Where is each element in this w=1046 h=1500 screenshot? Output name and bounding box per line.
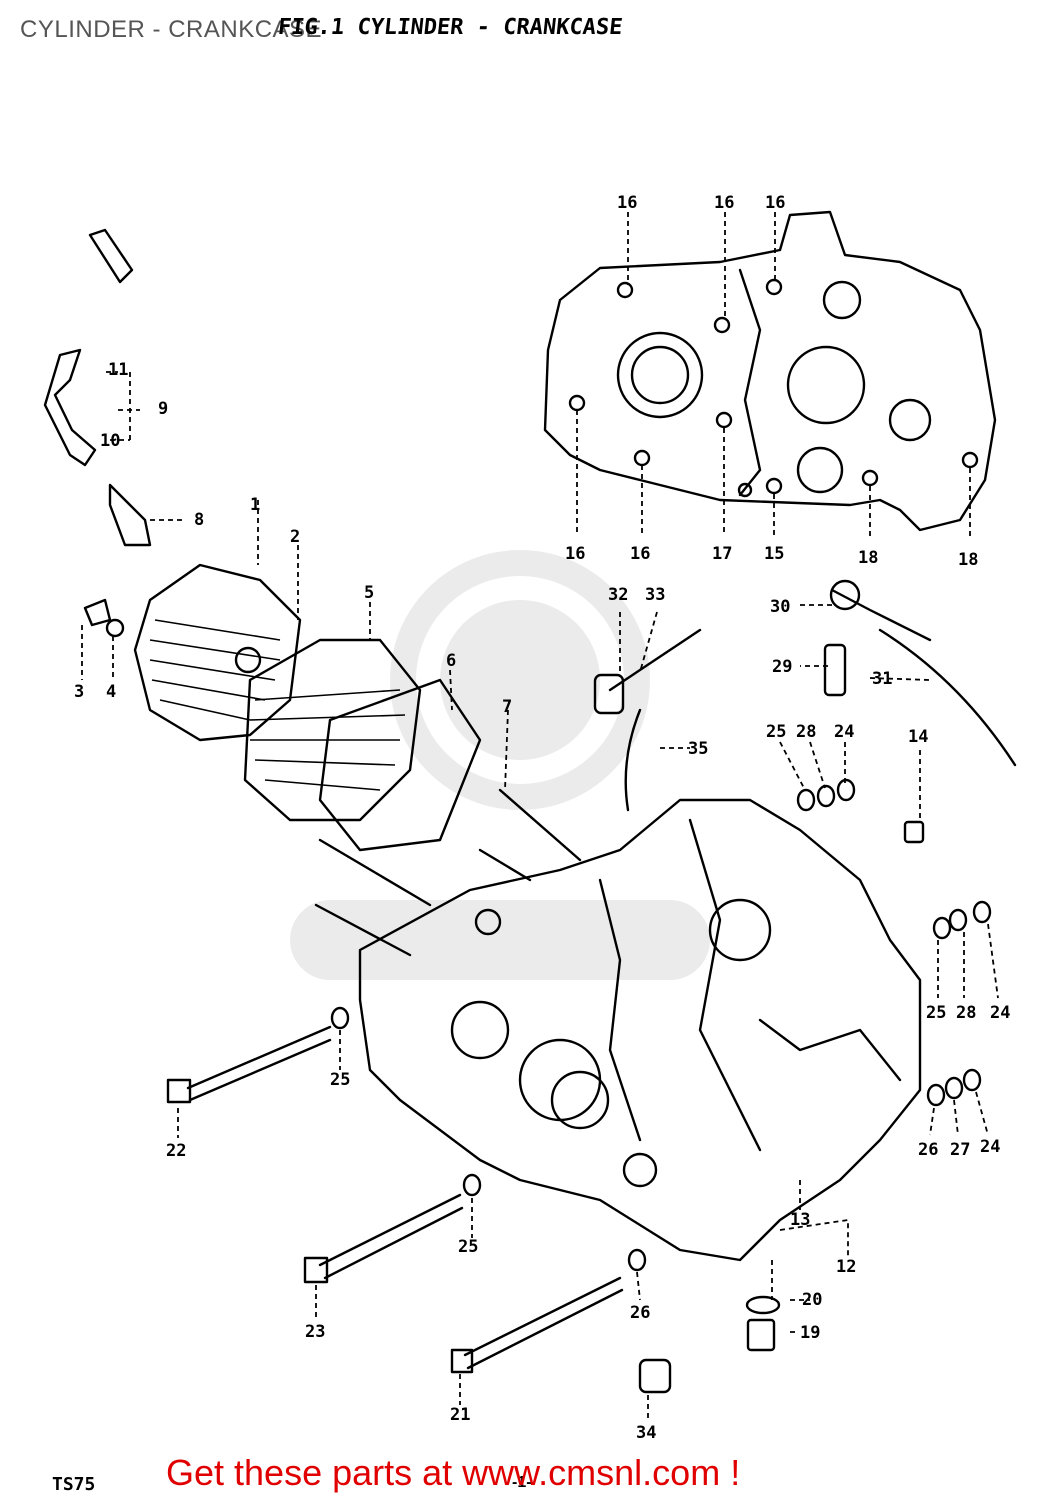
part-label: 12 <box>836 1257 856 1277</box>
part-label: 16 <box>714 193 734 213</box>
part-label: 20 <box>802 1290 822 1310</box>
part-label: 1 <box>250 495 260 515</box>
part-label: 5 <box>364 583 374 603</box>
part-label: 16 <box>630 544 650 564</box>
part-label: 25 <box>766 722 786 742</box>
cmsnl-parts-link[interactable]: Get these parts at www.cmsnl.com ! <box>166 1452 741 1493</box>
part-label: 6 <box>446 651 456 671</box>
part-label: 16 <box>565 544 585 564</box>
part-label: 16 <box>617 193 637 213</box>
part-label: 17 <box>712 544 732 564</box>
part-label: 31 <box>872 669 892 689</box>
page-title: CYLINDER - CRANKCASE <box>20 16 323 43</box>
part-label: 28 <box>796 722 816 742</box>
part-label: 10 <box>100 431 120 451</box>
part-label: 11 <box>108 360 128 380</box>
part-label: 18 <box>858 548 878 568</box>
crankcase-half-view <box>543 210 997 532</box>
part-label: 24 <box>834 722 854 742</box>
part-label: 32 <box>608 585 628 605</box>
part-label: 19 <box>800 1323 820 1343</box>
part-label: 25 <box>330 1070 350 1090</box>
part-label: 15 <box>764 544 784 564</box>
part-label: 25 <box>458 1237 478 1257</box>
studs-bolts <box>43 228 1017 1394</box>
part-label: 18 <box>958 550 978 570</box>
part-label: 35 <box>688 739 708 759</box>
part-label: 27 <box>950 1140 970 1160</box>
part-label: 34 <box>636 1423 656 1443</box>
part-label: 33 <box>645 585 665 605</box>
watermark-logo <box>290 550 710 980</box>
part-label: 3 <box>74 682 84 702</box>
part-label: 22 <box>166 1141 186 1161</box>
part-label: 25 <box>926 1003 946 1023</box>
part-label: 26 <box>918 1140 938 1160</box>
cylinder-head <box>133 563 302 742</box>
crankcase-assembly <box>358 798 922 1262</box>
part-number-labels: 1 2 3 4 5 6 7 8 9 10 11 12 13 14 15 16 1… <box>74 193 1010 1443</box>
part-label: 26 <box>630 1303 650 1323</box>
part-label: 7 <box>502 697 512 717</box>
part-label: 8 <box>194 510 204 530</box>
page-number: -1- <box>512 1474 532 1491</box>
part-label: 4 <box>106 682 116 702</box>
part-label: 21 <box>450 1405 470 1425</box>
part-label: 2 <box>290 527 300 547</box>
leader-lines <box>81 212 999 1420</box>
part-label: 9 <box>158 399 168 419</box>
part-label: 24 <box>980 1137 1000 1157</box>
part-label: 24 <box>990 1003 1010 1023</box>
part-label: 16 <box>765 193 785 213</box>
part-label: 13 <box>790 1210 810 1230</box>
cylinder-block <box>243 638 482 852</box>
part-label: 28 <box>956 1003 976 1023</box>
part-label: 14 <box>908 727 928 747</box>
part-label: 30 <box>770 597 790 617</box>
model-code: TS75 <box>52 1474 96 1495</box>
part-label: 29 <box>772 657 792 677</box>
part-label: 23 <box>305 1322 325 1342</box>
